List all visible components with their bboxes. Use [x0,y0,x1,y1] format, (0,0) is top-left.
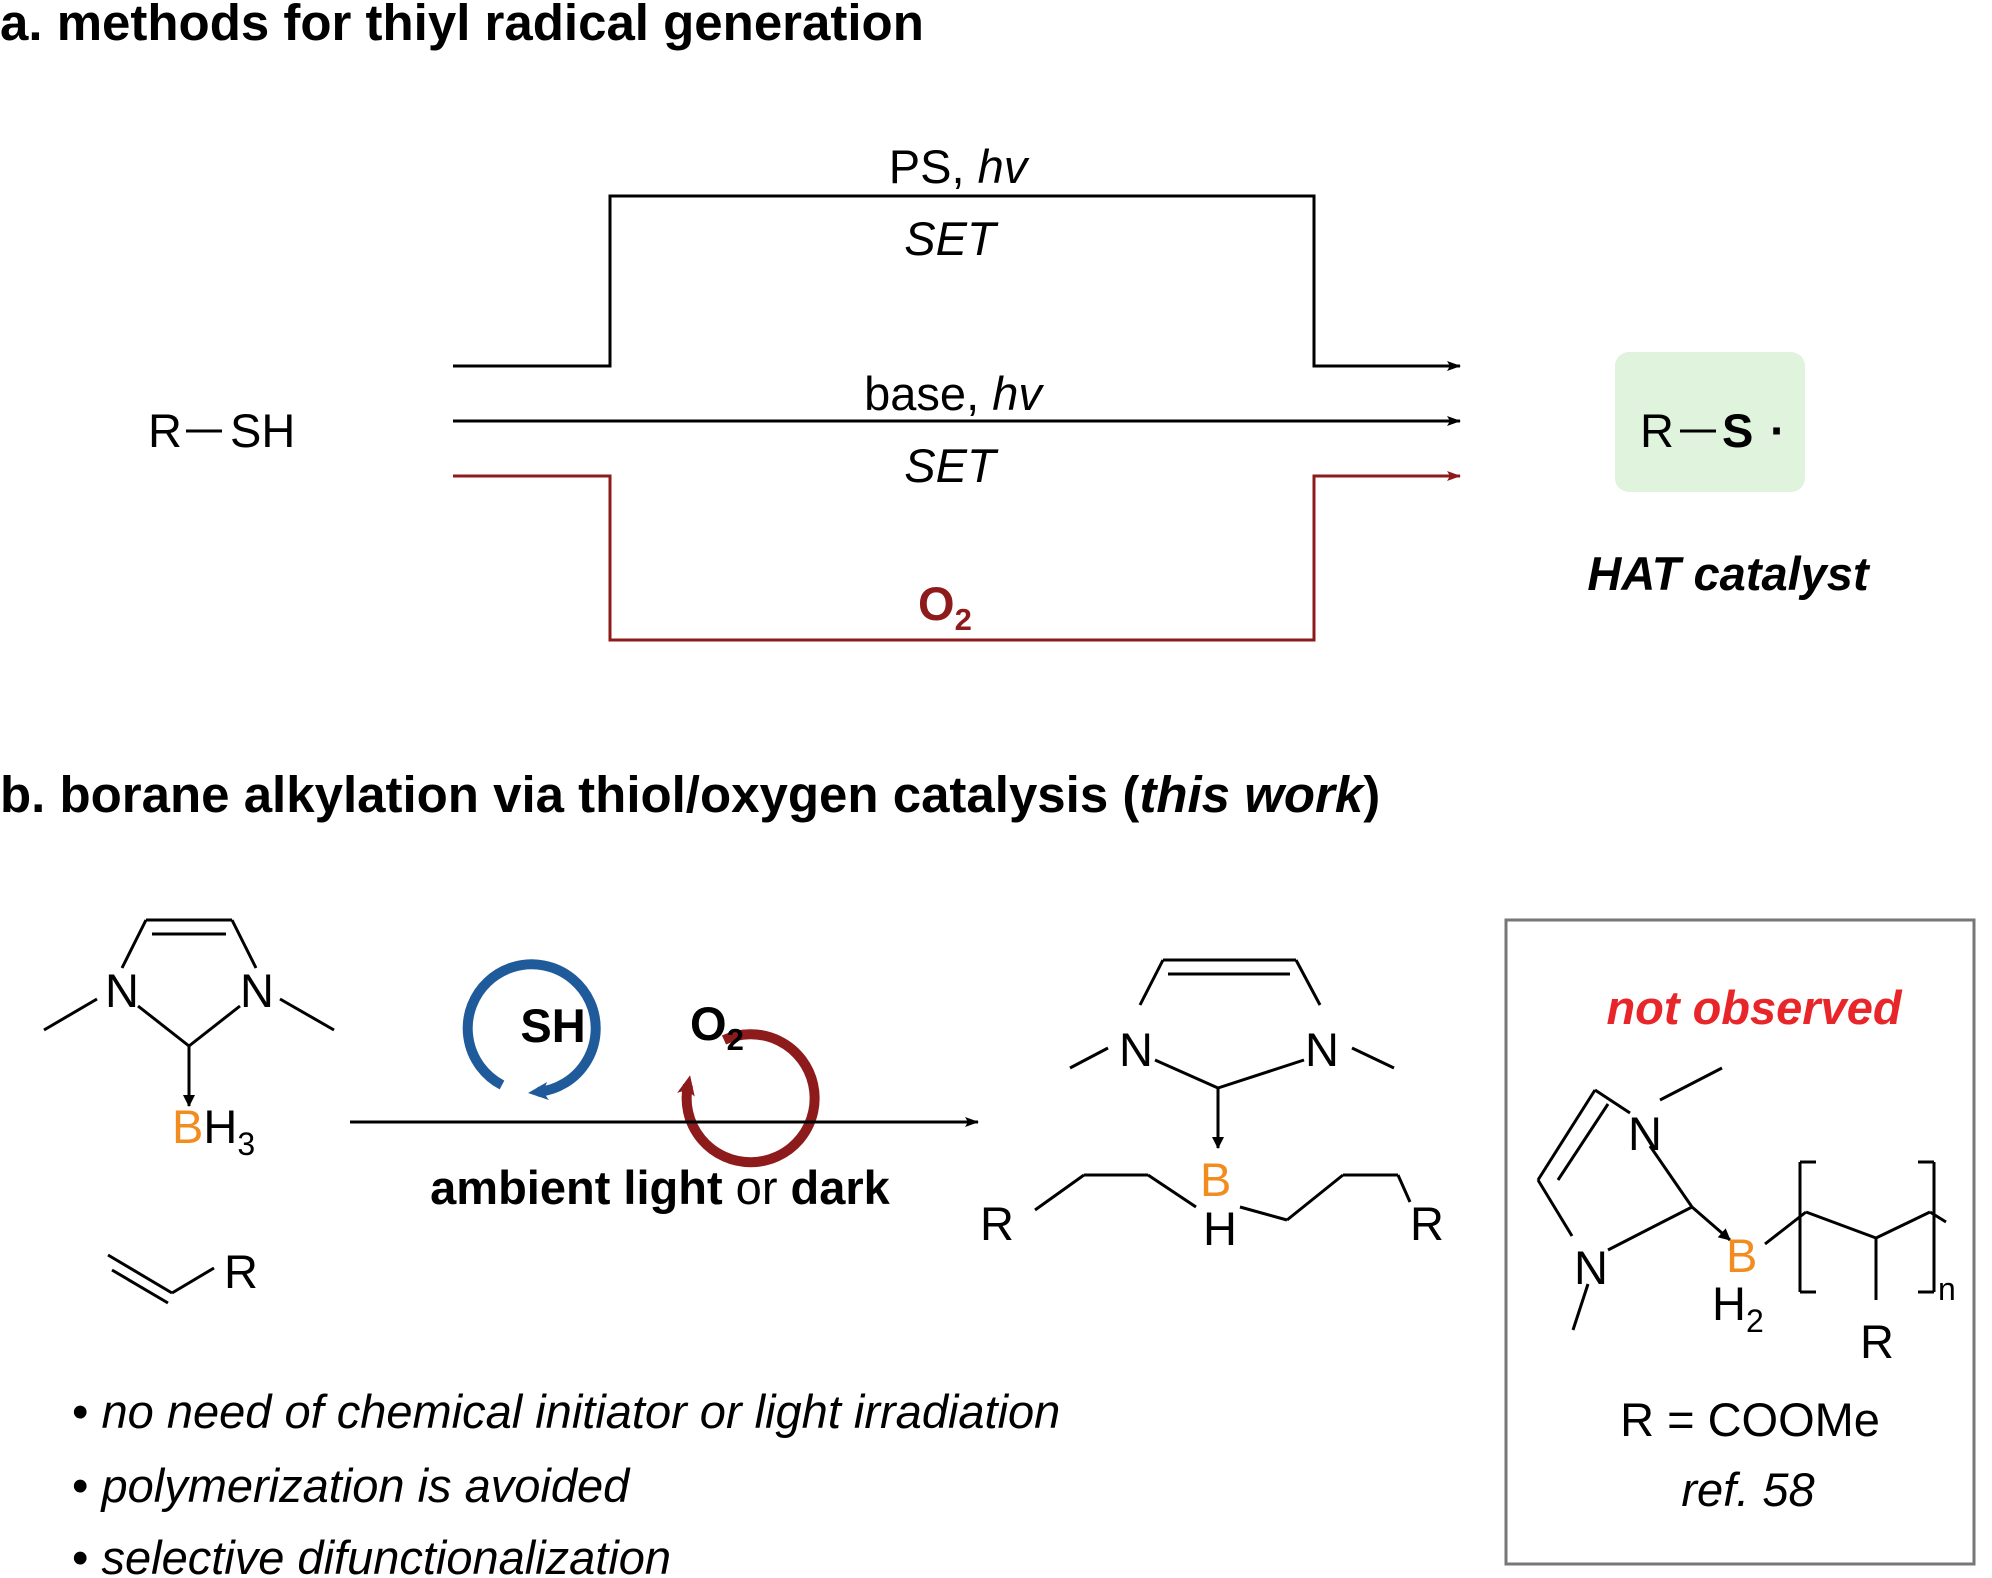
oxygen-cycle: O2 [677,997,820,1168]
middle-path-reagent: base, hv [864,367,1044,420]
polymer-n-top: N [1628,1107,1662,1160]
substrate-r: R [148,404,182,457]
thiol-cycle-arrow-icon [462,959,601,1100]
not-observed-title: not observed [1606,981,1902,1034]
oxygen-cycle-arrow-icon [677,1029,820,1168]
reactant-n-left: N [105,964,139,1017]
product-dialkylborane [1034,958,1412,1222]
polymer-n-subscript: n [1938,1271,1956,1307]
product-n-right: N [1305,1023,1339,1076]
product-n-left: N [1119,1023,1153,1076]
polymer-structure [1536,1066,1947,1331]
polymer-boron: B [1726,1229,1757,1282]
polymer-n-bottom: N [1574,1241,1608,1294]
reference-label: ref. 58 [1681,1463,1814,1516]
bullet-point: • no need of chemical initiator or light… [72,1385,1060,1438]
reaction-conditions: ambient light or dark [430,1161,891,1214]
middle-path-mechanism: SET [904,439,999,492]
alkene-r: R [224,1245,258,1298]
radical-dot: · [1770,404,1786,457]
radical-r: R [1640,404,1674,457]
reactant-alkene [107,1253,215,1305]
product-boron: B [1200,1153,1231,1206]
panel-a-heading: a. methods for thiyl radical generation [0,0,924,51]
reactant-boron: BH3 [172,1100,255,1162]
radical-highlight-box [1615,352,1805,492]
oxygen-cycle-label: O2 [690,997,744,1057]
bottom-path-reagent: O2 [918,577,972,637]
radical-s: S [1722,404,1753,457]
substrate-sh: SH [230,404,295,457]
reactant-n-right: N [240,964,274,1017]
not-observed-box [1504,918,1976,1566]
polymer-h2: H2 [1712,1277,1764,1339]
reactant-nhc-borane [43,918,335,1107]
bullet-point: • polymerization is avoided [72,1459,631,1512]
bottom-path-line [453,471,1461,642]
product-r-left: R [980,1197,1014,1250]
polymer-r: R [1860,1315,1894,1368]
product-h: H [1203,1202,1237,1255]
top-path-line [453,194,1461,371]
thiol-cycle: SH [462,959,601,1100]
top-path-reagent: PS, hv [889,140,1030,193]
thiol-cycle-label: SH [520,999,585,1052]
substrate-rsh: R SH [148,404,295,457]
product-r-right: R [1410,1197,1444,1250]
hat-catalyst-label: HAT catalyst [1587,547,1871,600]
bullet-point: • selective difunctionalization [72,1531,671,1578]
r-definition: R = COOMe [1620,1393,1880,1446]
panel-b-heading: b. borane alkylation via thiol/oxygen ca… [0,766,1380,823]
thiyl-radical: R S · [1640,404,1786,457]
advantages-list: • no need of chemical initiator or light… [72,1385,1060,1578]
top-path-mechanism: SET [904,212,999,265]
